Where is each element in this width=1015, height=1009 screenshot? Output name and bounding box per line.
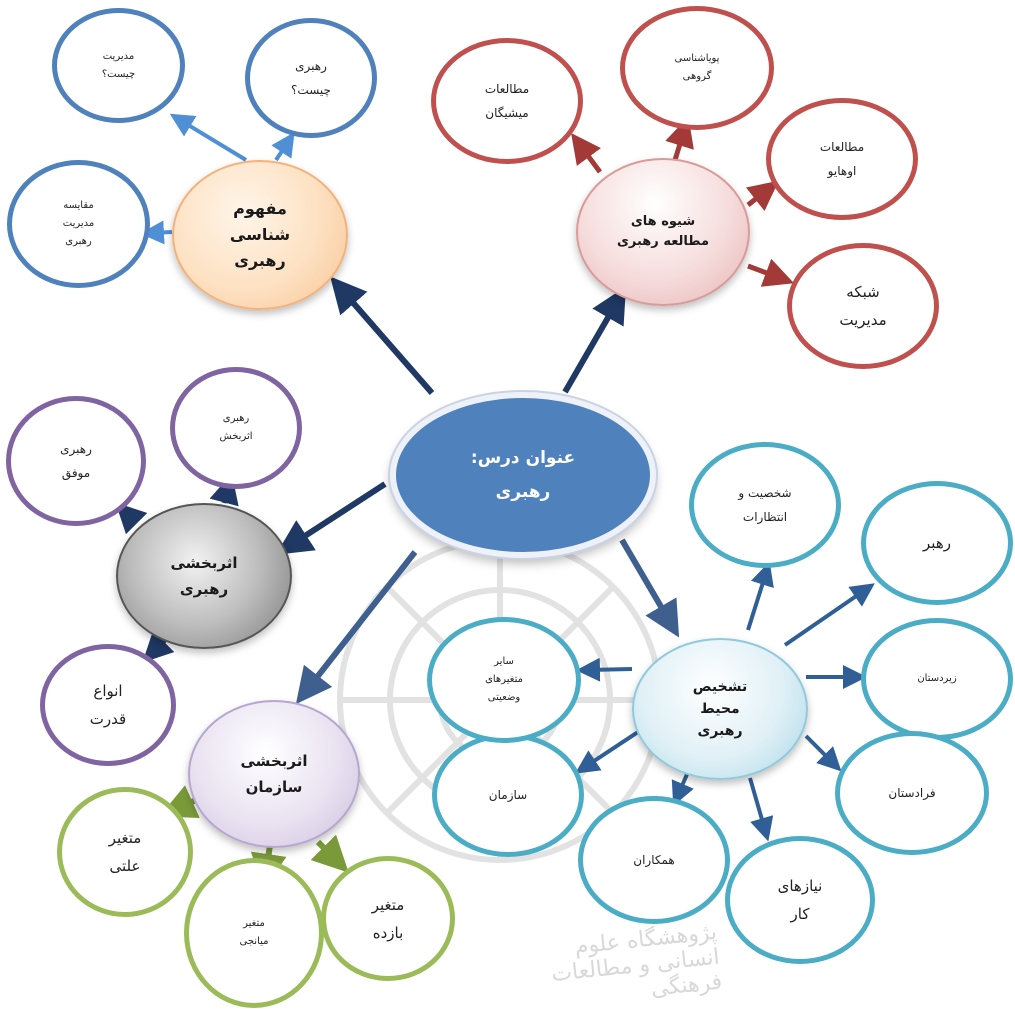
leaf-job-requirements[interactable]: نیازهای کار: [725, 836, 875, 964]
leaf-other-situational-variables[interactable]: سایر متغیرهای وضعیتی: [427, 617, 581, 743]
leaf-output-variable[interactable]: متغیر بازده: [321, 856, 455, 981]
arrow-effective-to-effective-leadership: [209, 473, 239, 507]
arrow-env-to-superiors: [804, 734, 842, 772]
leaf-mediating-variable[interactable]: متغیر میانجی: [184, 858, 324, 1008]
leaf-output-label: متغیر بازده: [371, 895, 405, 942]
leaf-mediating-label: متغیر میانجی: [239, 918, 269, 947]
leaf-what-is-leadership[interactable]: رهبری چیست؟: [245, 18, 377, 138]
arrow-concept-to-leadership: [271, 132, 295, 162]
hub-leadership-effectiveness[interactable]: اثربخشی رهبری: [116, 503, 292, 649]
leaf-types-of-power[interactable]: انواع قدرت: [40, 644, 176, 766]
leaf-causal-variable[interactable]: متغیر علتی: [57, 787, 193, 917]
arrow-study-to-group: [665, 116, 694, 161]
central-topic[interactable]: عنوان درس: رهبری: [390, 392, 656, 558]
leaf-michigan-studies[interactable]: مطالعات میشیگان: [431, 38, 583, 164]
arrow-org-to-causal: [159, 785, 200, 819]
leaf-power-label: انواع قدرت: [89, 682, 127, 728]
leaf-michigan-label: مطالعات میشیگان: [484, 82, 530, 120]
leaf-colleagues-label: همکاران: [633, 853, 675, 867]
leaf-successful-label: رهبری موفق: [60, 442, 92, 480]
leaf-compare-management-leadership[interactable]: مقایسه مدیریت رهبری: [7, 160, 150, 288]
leaf-superiors[interactable]: فرادستان: [835, 731, 989, 855]
leaf-other-label: سایر متغیرهای وضعیتی: [485, 656, 523, 703]
leaf-personality-expectations[interactable]: شخصیت و انتظارات: [689, 442, 841, 568]
arrow-effective-to-successful: [115, 502, 148, 535]
arrow-center-to-org: [295, 550, 418, 705]
leaf-what-is-leadership-label: رهبری چیست؟: [291, 59, 331, 97]
hub-concept-leadership[interactable]: مفهوم شناسی رهبری: [172, 160, 348, 310]
leaf-leader-label: رهبر: [923, 534, 951, 552]
leaf-group-dynamics-label: پویاشناسی گروهی: [674, 53, 720, 82]
central-topic-title: عنوان درس:: [470, 448, 576, 468]
leaf-ohio-label: مطالعات اوهایو: [819, 140, 865, 178]
leaf-subordinates[interactable]: زیردستان: [861, 618, 1013, 740]
arrow-center-to-concept: [330, 276, 435, 395]
hub-study-methods[interactable]: شیوه های مطالعه رهبری: [576, 158, 750, 306]
leaf-superiors-label: فرادستان: [888, 786, 936, 800]
leaf-colleagues[interactable]: همکاران: [578, 796, 730, 924]
arrow-study-to-michigan: [571, 132, 603, 174]
leaf-what-is-management-label: مدیریت چیست؟: [101, 50, 136, 80]
arrow-env-to-leader: [783, 583, 875, 647]
leaf-organization-label: سازمان: [488, 788, 528, 802]
leaf-organization[interactable]: سازمان: [432, 733, 584, 857]
hub-concept-label: مفهوم شناسی رهبری: [229, 199, 291, 270]
arrow-org-to-output: [310, 834, 349, 873]
arrow-env-to-colleagues: [671, 771, 694, 807]
arrow-center-to-study: [562, 286, 627, 394]
central-topic-subject: رهبری: [495, 482, 551, 502]
arrow-env-to-personality: [746, 561, 774, 631]
arrow-env-to-job: [748, 777, 774, 842]
hub-org-label: اثربخشی سازمان: [240, 752, 308, 796]
arrow-concept-to-compare: [140, 220, 173, 245]
leaf-group-dynamics[interactable]: پویاشناسی گروهی: [620, 6, 774, 130]
hub-study-label: شیوه های مطالعه رهبری: [616, 214, 710, 249]
leaf-personality-label: شخصیت و انتظارات: [738, 486, 792, 524]
leaf-effective-leadership[interactable]: رهبری اثربخش: [170, 367, 302, 489]
hub-organization-effectiveness[interactable]: اثربخشی سازمان: [188, 700, 360, 848]
arrow-concept-to-management: [169, 113, 248, 162]
hub-env-label: تشخیص محیط رهبری: [692, 679, 748, 739]
arrow-center-to-env: [619, 538, 680, 638]
leaf-subordinates-label: زیردستان: [917, 673, 957, 684]
hub-effective-label: اثربخشی رهبری: [170, 554, 238, 598]
leaf-job-label: نیازهای کار: [777, 877, 823, 923]
arrow-study-to-ohio: [745, 180, 779, 212]
leaf-effective-leadership-label: رهبری اثربخش: [219, 413, 253, 442]
leaf-grid-label: شبکه مدیریت: [839, 283, 887, 329]
leaf-successful-leadership[interactable]: رهبری موفق: [6, 396, 146, 526]
leaf-what-is-management[interactable]: مدیریت چیست؟: [52, 8, 185, 123]
leaf-ohio-studies[interactable]: مطالعات اوهایو: [766, 98, 918, 220]
arrow-effective-to-power: [142, 630, 175, 663]
hub-environment-diagnosis[interactable]: تشخیص محیط رهبری: [632, 638, 808, 780]
arrow-center-to-effective: [275, 481, 387, 555]
arrow-env-to-organization: [574, 730, 640, 774]
leaf-leader[interactable]: رهبر: [861, 481, 1013, 605]
leaf-causal-label: متغیر علتی: [108, 829, 142, 875]
leaf-compare-label: مقایسه مدیریت رهبری: [62, 200, 95, 247]
arrow-study-to-grid: [747, 258, 795, 287]
arrow-env-to-other: [576, 657, 633, 682]
leaf-managerial-grid[interactable]: شبکه مدیریت: [787, 243, 939, 369]
